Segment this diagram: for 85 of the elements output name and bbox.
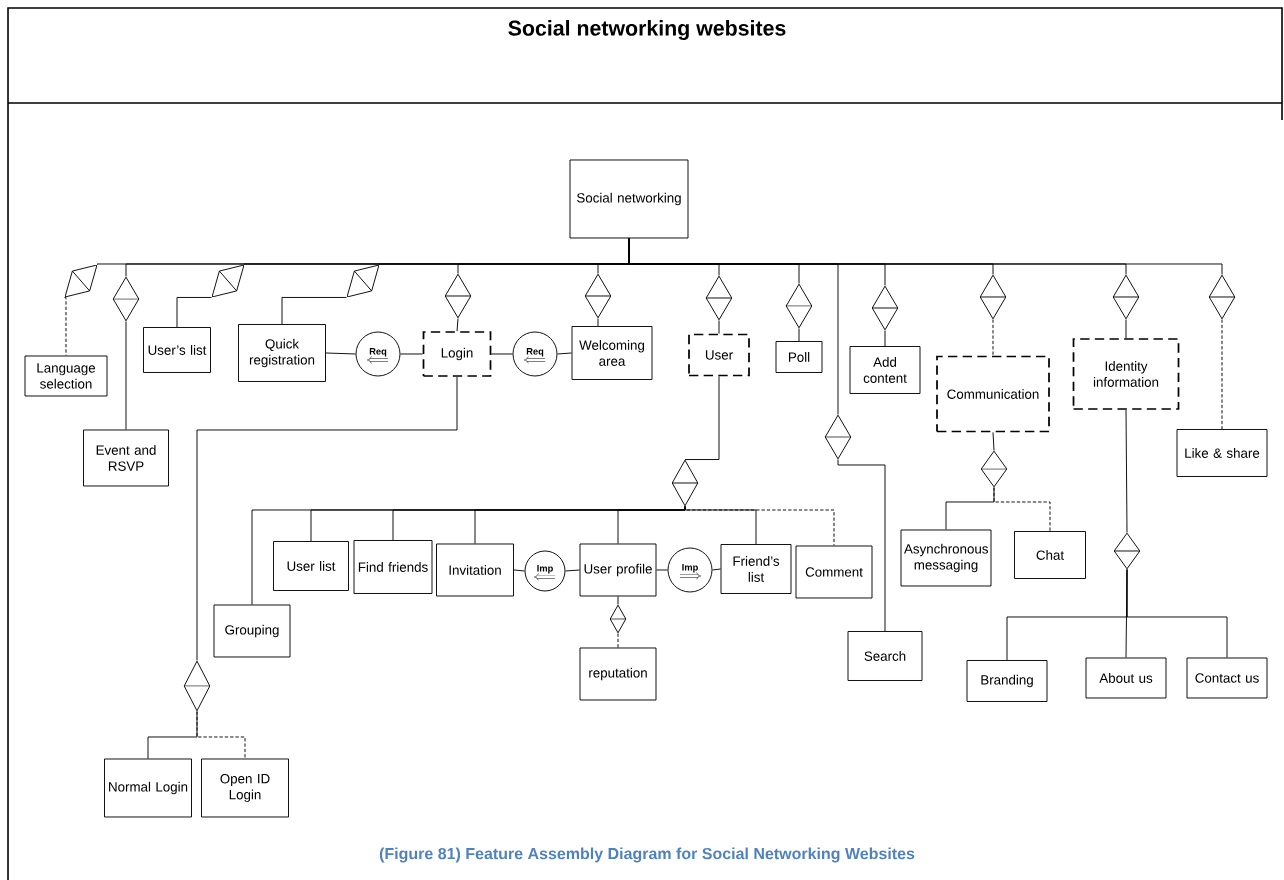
feature-box: reputation	[579, 647, 657, 701]
diamond-symbol	[671, 459, 699, 507]
connector-line	[684, 506, 835, 546]
feature-box: User’s list	[143, 327, 211, 373]
feature-box: Welcoming area	[571, 326, 653, 380]
diamond-symbol	[112, 276, 140, 322]
feature-box: Find friends	[353, 540, 433, 594]
connector-line	[125, 321, 127, 430]
diamond-symbol	[584, 273, 612, 319]
diamond-symbol	[824, 414, 852, 460]
feature-box: User list	[273, 541, 349, 591]
feature-box: Social networking	[569, 159, 689, 239]
connector-line	[718, 320, 720, 335]
connector-line	[684, 375, 720, 460]
connector-line	[597, 318, 599, 327]
connector-line	[64, 297, 67, 356]
diamond-symbol	[705, 275, 733, 321]
feature-box: Friend’s list	[720, 544, 792, 594]
connector-line	[617, 633, 619, 648]
diamond-symbol	[785, 283, 813, 329]
feature-box: Grouping	[213, 604, 291, 658]
feature-box: Search	[847, 631, 923, 681]
diamond-symbol	[871, 285, 899, 331]
feature-box: Language selection	[24, 355, 108, 397]
parallelogram-symbol	[347, 265, 379, 297]
connector-line	[798, 328, 800, 342]
connector-line	[400, 353, 424, 355]
diamond-symbol	[1113, 532, 1141, 570]
connector-line	[656, 569, 668, 571]
feature-box: Contact us	[1186, 657, 1268, 699]
diamond-symbol	[609, 604, 627, 634]
feature-box: Open ID Login	[201, 758, 289, 818]
feature-box: About us	[1085, 657, 1167, 699]
connector-line	[617, 596, 619, 605]
connector-line	[196, 376, 458, 661]
connector-line	[325, 352, 356, 355]
feature-box: Like & share	[1176, 429, 1268, 477]
diamond-symbol	[444, 273, 472, 319]
feature-box: Normal Login	[104, 758, 192, 818]
dashed-feature-box: Login	[422, 331, 492, 377]
parallelogram-symbol	[65, 265, 97, 297]
connector-line	[884, 330, 886, 347]
feature-box: Asynchronous messaging	[900, 529, 992, 587]
connector-line	[557, 352, 572, 355]
connector-line	[281, 297, 347, 325]
feature-box: Chat	[1014, 531, 1086, 579]
diamond-symbol	[1208, 274, 1236, 320]
connector-line	[456, 318, 459, 332]
connector-line	[684, 506, 757, 545]
diamond-symbol	[183, 660, 211, 712]
connector-line	[513, 569, 525, 572]
diamond-symbol	[1112, 274, 1140, 320]
connector-line	[945, 487, 995, 530]
connector-line	[147, 711, 198, 759]
feature-box: Comment	[795, 545, 873, 599]
dashed-feature-box: Communication	[936, 355, 1050, 433]
dashed-feature-box: Identity information	[1072, 338, 1180, 410]
connector-line	[992, 431, 995, 451]
connector-line	[1125, 409, 1128, 533]
connector-line	[993, 487, 1051, 532]
connector-line	[617, 506, 686, 544]
diamond-symbol	[979, 274, 1007, 320]
feature-box: Invitation	[436, 543, 514, 597]
feature-box: Event and RSVP	[83, 429, 169, 487]
feature-box: Quick registration	[238, 324, 326, 382]
connector-line	[992, 319, 994, 357]
feature-box: Poll	[775, 341, 823, 373]
connector-line	[837, 459, 886, 632]
title: Social networking websites	[508, 20, 786, 40]
connector-line	[490, 353, 513, 355]
caption: (Figure 81) Feature Assembly Diagram for Social Networking Websites	[379, 847, 915, 863]
feature-box: Branding	[966, 660, 1048, 702]
dashed-feature-box: User	[688, 333, 750, 377]
connector-line	[712, 568, 721, 571]
connector-line	[1125, 319, 1127, 339]
connector-line	[1126, 569, 1228, 658]
connector-line	[628, 238, 1223, 275]
parallelogram-symbol	[212, 265, 244, 297]
feature-box: User profile	[579, 543, 657, 597]
connector-line	[196, 711, 246, 759]
connector-line	[176, 297, 212, 328]
diamond-symbol	[980, 450, 1008, 488]
connector-line	[565, 569, 580, 572]
feature-box: Add content	[849, 346, 921, 394]
connector-line	[1221, 319, 1223, 430]
